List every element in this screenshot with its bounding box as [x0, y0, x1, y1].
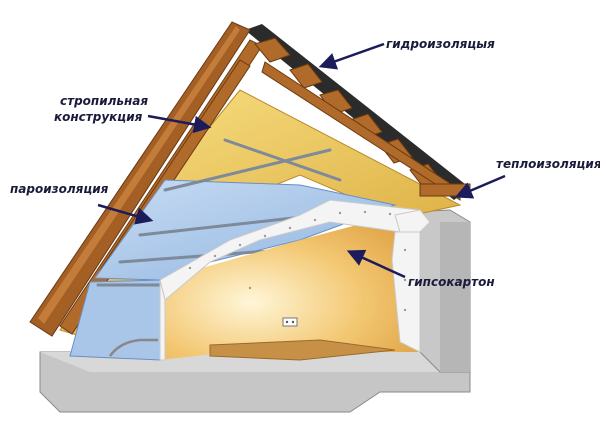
arrow-vapor-barrier — [97, 203, 154, 225]
arrow-waterproofing — [318, 42, 385, 70]
label-drywall: гипсокартон — [408, 275, 495, 289]
label-rafters-line2: конструкция — [54, 110, 143, 124]
arrow-thermal-insulation — [454, 174, 506, 199]
roof-sheathing — [29, 21, 251, 337]
label-thermal-insulation: теплоизоляция — [496, 157, 600, 171]
label-vapor-barrier: пароизоляция — [10, 182, 109, 196]
pipe — [108, 338, 158, 357]
wall-outlet-icon — [282, 317, 298, 327]
concrete-slab — [39, 351, 471, 413]
arrow-drywall — [346, 249, 406, 279]
arrow-rafters — [147, 114, 212, 134]
concrete-wall — [409, 209, 471, 373]
drywall-sheets — [159, 199, 431, 361]
label-waterproofing: гидроизоляцыя — [386, 37, 495, 51]
label-rafters-line1: стропильная — [60, 94, 148, 108]
drywall-screws — [188, 210, 407, 312]
label-arrows — [97, 42, 506, 279]
